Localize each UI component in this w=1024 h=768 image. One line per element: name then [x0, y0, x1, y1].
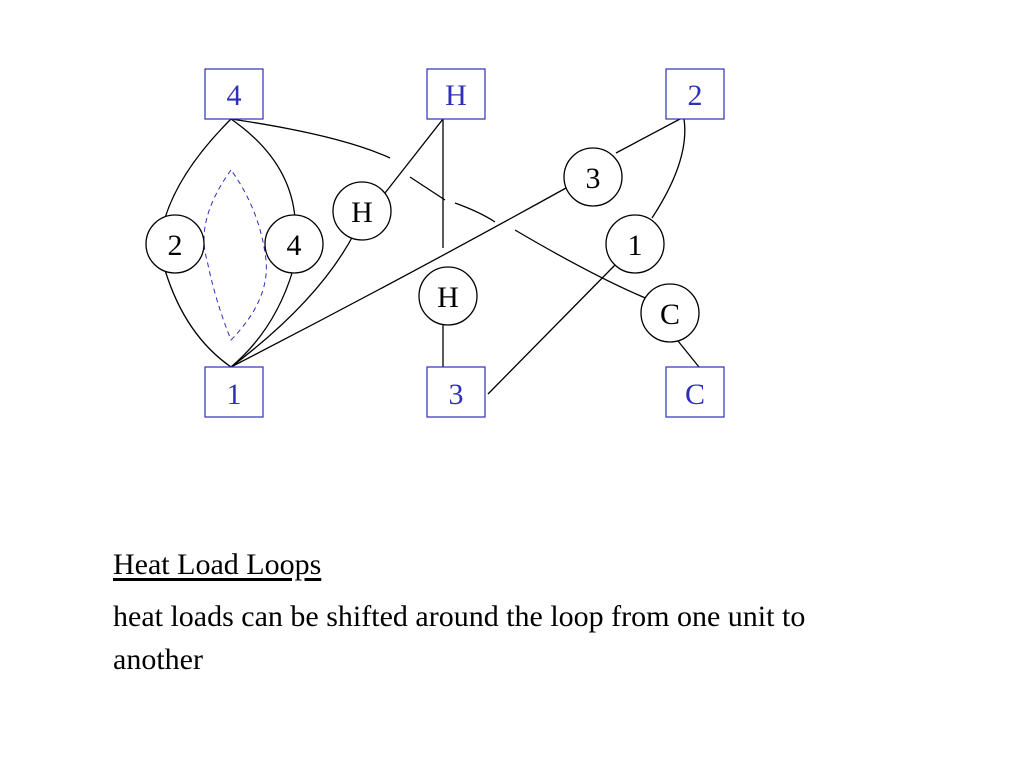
- node-1: 1: [605, 214, 665, 274]
- edge-1-to-node3: [230, 187, 567, 368]
- edge-2-to-1: [164, 269, 232, 368]
- box-label: 1: [227, 378, 242, 411]
- node-left-2: 2: [145, 214, 205, 274]
- edge-upper-h-to-1: [230, 231, 356, 368]
- box-top-left: 4: [204, 68, 264, 120]
- box-label: H: [445, 79, 467, 112]
- box-label: 3: [449, 378, 464, 411]
- node-label: 4: [287, 229, 302, 262]
- node-label: 1: [628, 229, 643, 262]
- node-label: H: [351, 196, 373, 229]
- node-3: 3: [563, 147, 623, 207]
- edge-4-to-c-seg4: [514, 229, 656, 303]
- node-left-4: 4: [264, 214, 324, 274]
- edge-4-to-c-seg2: [409, 176, 446, 201]
- heat-exchanger-network-diagram: 4 H 2 1 3 C 2 4 H H: [145, 68, 725, 418]
- edge-node1-to-3: [487, 264, 616, 395]
- edge-4-to-c-seg3: [454, 202, 496, 223]
- caption: Heat Load Loops heat loads can be shifte…: [113, 545, 893, 681]
- node-label: 3: [586, 162, 601, 195]
- edge-node4-to-1: [230, 269, 294, 368]
- node-label: 2: [168, 229, 183, 262]
- node-label: H: [437, 281, 459, 314]
- caption-title: Heat Load Loops: [113, 548, 322, 581]
- caption-text: heat loads can be shifted around the loo…: [113, 600, 806, 676]
- box-bottom-right: C: [665, 366, 725, 418]
- box-bottom-mid: 3: [426, 366, 486, 418]
- edge-4-to-2: [164, 118, 232, 219]
- node-c: C: [640, 283, 700, 343]
- box-top-mid: H: [426, 68, 486, 120]
- node-h-lower: H: [418, 266, 478, 326]
- box-label: 2: [688, 79, 703, 112]
- node-label: C: [660, 298, 680, 331]
- edge-node-c-to-c: [677, 340, 700, 368]
- edge-node3-to-2: [615, 118, 681, 154]
- edge-4-to-node4: [230, 118, 296, 219]
- box-label: C: [685, 378, 705, 411]
- edge-h-to-upper-h: [384, 118, 444, 194]
- node-h-upper: H: [332, 181, 392, 241]
- box-label: 4: [227, 79, 242, 112]
- box-bottom-left: 1: [204, 366, 264, 418]
- edge-2-to-node1: [651, 118, 686, 219]
- box-top-right: 2: [665, 68, 725, 120]
- heat-load-loop-dashed: [203, 169, 267, 341]
- edge-4-to-c: [230, 118, 391, 159]
